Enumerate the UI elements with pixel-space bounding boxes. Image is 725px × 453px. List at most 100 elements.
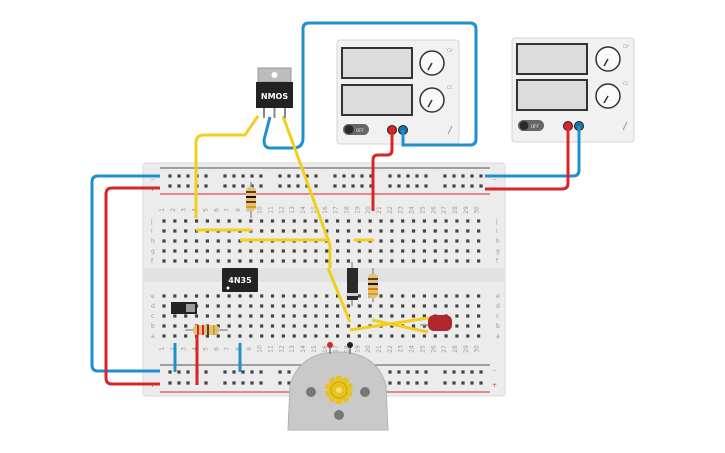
hole[interactable] (314, 249, 318, 253)
hole[interactable] (444, 219, 448, 223)
rail-hole[interactable] (470, 381, 474, 385)
rail-hole[interactable] (204, 184, 208, 188)
rail-hole[interactable] (443, 184, 447, 188)
hole[interactable] (336, 239, 340, 243)
rail-hole[interactable] (314, 184, 318, 188)
hole[interactable] (260, 294, 264, 298)
hole[interactable] (466, 324, 470, 328)
hole[interactable] (411, 304, 416, 308)
hole[interactable] (411, 249, 416, 253)
hole[interactable] (270, 334, 275, 338)
hole[interactable] (216, 304, 220, 308)
rail-hole[interactable] (314, 174, 318, 178)
hole[interactable] (379, 334, 383, 338)
hole[interactable] (162, 294, 166, 298)
hole[interactable] (325, 294, 329, 298)
wire-red-right-psu[interactable] (485, 126, 570, 191)
hole[interactable] (238, 294, 242, 298)
hole[interactable] (336, 324, 340, 328)
hole[interactable] (336, 259, 340, 263)
rail-hole[interactable] (415, 184, 419, 188)
diode[interactable] (347, 262, 358, 306)
slide-switch[interactable] (171, 302, 197, 314)
hole[interactable] (249, 219, 253, 223)
rail-hole[interactable] (443, 381, 447, 385)
rail-hole[interactable] (397, 370, 401, 374)
hole[interactable] (249, 249, 253, 253)
rail-hole[interactable] (415, 370, 419, 374)
hole[interactable] (227, 314, 231, 318)
hole[interactable] (260, 334, 264, 338)
hole[interactable] (444, 294, 448, 298)
hole[interactable] (162, 219, 166, 223)
hole[interactable] (346, 324, 351, 328)
hole[interactable] (336, 219, 340, 223)
hole[interactable] (281, 324, 285, 328)
hole[interactable] (205, 259, 209, 263)
hole[interactable] (466, 239, 470, 243)
hole[interactable] (303, 324, 307, 328)
hole[interactable] (205, 294, 209, 298)
hole[interactable] (357, 219, 361, 223)
hole[interactable] (379, 314, 383, 318)
hole[interactable] (238, 304, 242, 308)
hole[interactable] (422, 334, 426, 338)
hole[interactable] (238, 249, 242, 253)
rail-hole[interactable] (470, 174, 474, 178)
hole[interactable] (173, 229, 177, 233)
rail-hole[interactable] (250, 381, 254, 385)
rail-hole[interactable] (388, 184, 392, 188)
hole[interactable] (368, 334, 372, 338)
hole[interactable] (303, 229, 307, 233)
rail-hole[interactable] (186, 184, 190, 188)
hole[interactable] (357, 229, 361, 233)
hole[interactable] (433, 219, 437, 223)
hole[interactable] (270, 259, 275, 263)
rail-hole[interactable] (443, 370, 447, 374)
rail-hole[interactable] (232, 370, 236, 374)
hole[interactable] (346, 229, 351, 233)
hole[interactable] (357, 304, 361, 308)
rail-hole[interactable] (186, 381, 190, 385)
hole[interactable] (270, 294, 275, 298)
hole[interactable] (390, 259, 394, 263)
hole[interactable] (270, 249, 275, 253)
hole[interactable] (216, 314, 220, 318)
hole[interactable] (325, 219, 329, 223)
hole[interactable] (260, 249, 264, 253)
hole[interactable] (346, 259, 351, 263)
hole[interactable] (390, 304, 394, 308)
rail-hole[interactable] (168, 184, 172, 188)
hole[interactable] (411, 314, 416, 318)
hole[interactable] (455, 219, 459, 223)
hole[interactable] (411, 219, 416, 223)
hole[interactable] (216, 324, 220, 328)
hole[interactable] (401, 334, 405, 338)
hole[interactable] (411, 229, 416, 233)
hole[interactable] (379, 294, 383, 298)
hole[interactable] (292, 294, 296, 298)
wire-yellow-mosfet-gate[interactable] (194, 115, 260, 218)
rail-hole[interactable] (424, 381, 428, 385)
hole[interactable] (227, 259, 231, 263)
hole[interactable] (303, 219, 307, 223)
resistor-right[interactable] (368, 268, 378, 302)
resistor-top[interactable] (246, 182, 256, 218)
hole[interactable] (466, 229, 470, 233)
hole[interactable] (173, 259, 177, 263)
rail-hole[interactable] (177, 174, 181, 178)
hole[interactable] (194, 219, 199, 223)
hole[interactable] (162, 334, 166, 338)
hole[interactable] (314, 314, 318, 318)
hole[interactable] (422, 249, 426, 253)
rail-hole[interactable] (305, 174, 309, 178)
hole[interactable] (216, 239, 220, 243)
hole[interactable] (401, 249, 405, 253)
rail-hole[interactable] (204, 370, 208, 374)
hole[interactable] (162, 259, 166, 263)
hole[interactable] (292, 219, 296, 223)
rail-hole[interactable] (232, 184, 236, 188)
dc-motor[interactable] (287, 342, 389, 431)
hole[interactable] (336, 334, 340, 338)
optocoupler-4n35[interactable]: 4N35 (222, 268, 258, 292)
